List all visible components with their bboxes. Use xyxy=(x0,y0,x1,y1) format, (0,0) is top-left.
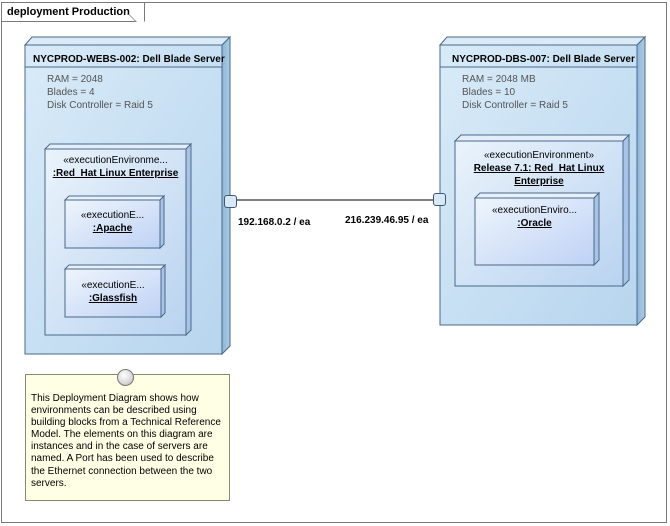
env-glassfish-stereotype: «executionE... xyxy=(81,280,145,291)
env-redhat-stereotype: «executionEnvironme... xyxy=(63,155,168,166)
env-apache-shape[interactable] xyxy=(63,194,166,250)
env-release-stereotype: «executionEnvironment» xyxy=(483,150,595,161)
env-apache-stereotype: «executionE... xyxy=(80,210,145,221)
node-dbs-prop-disk: Disk Controller = Raid 5 xyxy=(462,100,568,111)
node-webs-prop-disk: Disk Controller = Raid 5 xyxy=(47,100,153,111)
port-dbs[interactable] xyxy=(433,193,446,206)
env-oracle-name: :Oracle xyxy=(517,218,552,229)
env-apache-name: :Apache xyxy=(92,223,133,234)
note-anchor-knob xyxy=(117,369,134,386)
env-glassfish-shape[interactable] xyxy=(63,263,167,319)
env-glassfish-name: :Glassfish xyxy=(88,293,138,304)
node-dbs-prop-ram: RAM = 2048 MB xyxy=(462,74,536,85)
frame-label: deployment Production xyxy=(2,3,145,22)
note-box[interactable]: This Deployment Diagram shows how enviro… xyxy=(25,374,230,501)
node-dbs-prop-blades: Blades = 10 xyxy=(462,87,516,98)
note-text: This Deployment Diagram shows how enviro… xyxy=(31,393,221,489)
node-webs-title: NYCPROD-WEBS-002: Dell Blade Server xyxy=(33,54,225,65)
env-oracle-stereotype: «executionEnviro... xyxy=(491,205,578,216)
node-dbs-title: NYCPROD-DBS-007: Dell Blade Server xyxy=(452,54,635,65)
port-dbs-label: 216.239.46.95 / ea xyxy=(345,215,429,226)
node-webs-prop-blades: Blades = 4 xyxy=(47,87,95,98)
env-oracle-shape[interactable] xyxy=(473,191,601,267)
env-redhat-name: :Red_Hat Linux Enterprise xyxy=(52,168,179,179)
port-webs[interactable] xyxy=(224,195,237,208)
port-webs-label: 192.168.0.2 / ea xyxy=(238,217,311,228)
env-release-name-line1: Release 7.1: Red_Hat Linux xyxy=(473,163,605,174)
node-webs-prop-ram: RAM = 2048 xyxy=(47,74,103,85)
env-release-name-line2: Enterprise xyxy=(514,176,564,187)
